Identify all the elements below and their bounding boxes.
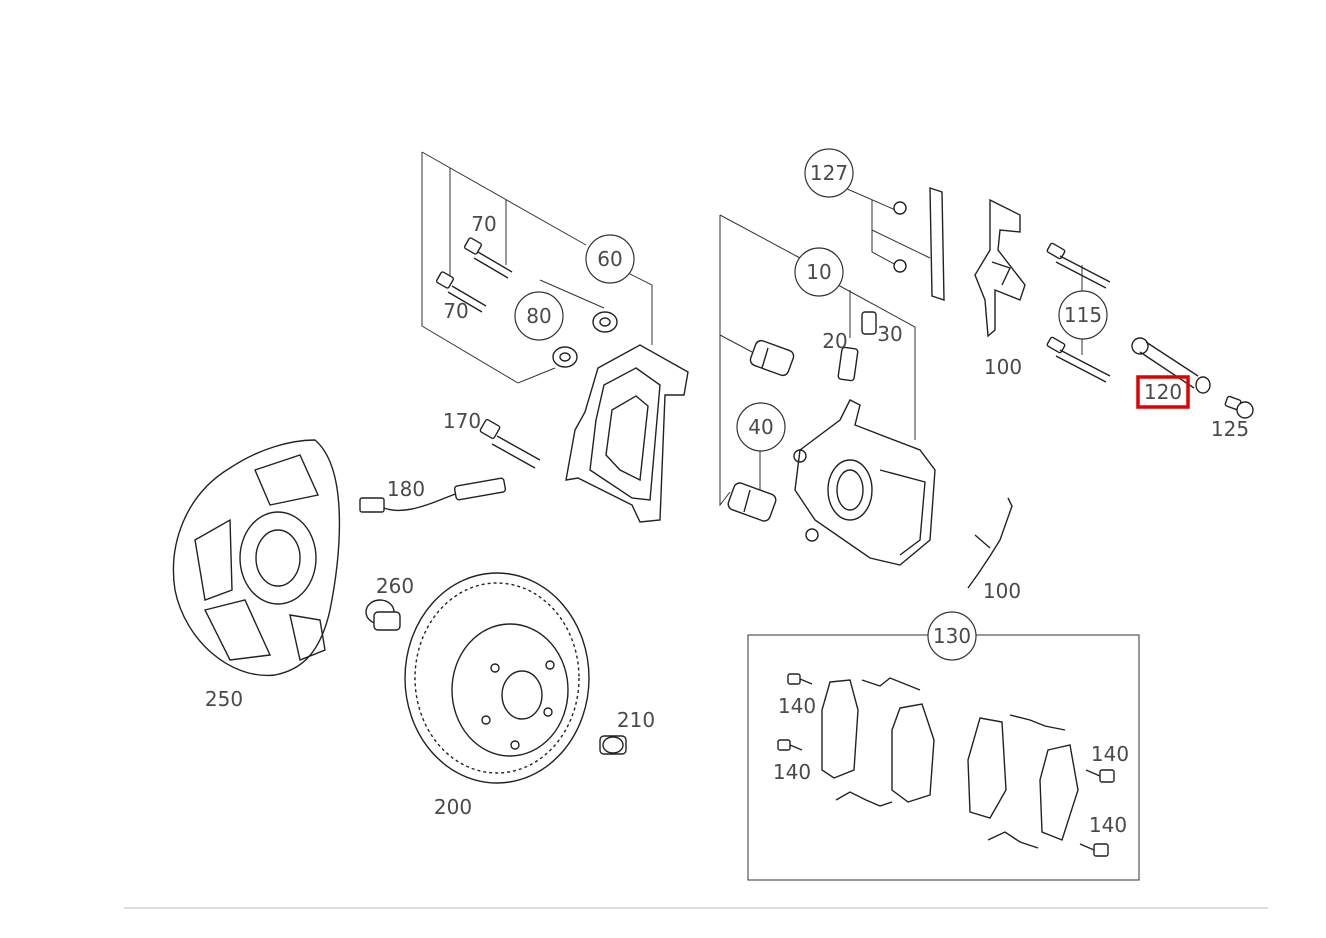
callout-130[interactable]: 130 [933, 624, 971, 648]
brake-pad-set-130 [821, 677, 1079, 849]
guide-bolt-120 [1131, 337, 1211, 394]
bleeder-20-30 [837, 311, 877, 382]
callout-127[interactable]: 127 [810, 161, 848, 185]
bolt-140-d [1079, 843, 1109, 857]
callout-60[interactable]: 60 [597, 247, 622, 271]
callout-100-upper[interactable]: 100 [984, 355, 1022, 379]
nut-80-upper [592, 311, 618, 333]
bolt-210 [599, 735, 627, 755]
callout-40[interactable]: 40 [748, 415, 773, 439]
callout-10[interactable]: 10 [806, 260, 831, 284]
parts-art [172, 187, 1254, 857]
leader-lines [124, 151, 1268, 909]
guide-pin-115-upper [1046, 242, 1111, 289]
callout-210[interactable]: 210 [617, 708, 655, 732]
guide-pin-115-lower [1046, 336, 1111, 383]
bolt-70-lower [435, 271, 487, 313]
callout-250[interactable]: 250 [205, 687, 243, 711]
caliper-housing-10 [793, 399, 936, 566]
callout-120[interactable]: 120 [1144, 380, 1182, 404]
bolt-260 [365, 599, 401, 631]
callout-bubbles [514, 148, 1108, 661]
callout-100-lower[interactable]: 100 [983, 579, 1021, 603]
bolt-125 [1224, 395, 1254, 419]
spring-clip-100-lower [967, 497, 1013, 589]
splash-shield-250 [172, 439, 341, 677]
callout-70-lower[interactable]: 70 [443, 299, 468, 323]
bolt-170 [479, 418, 541, 469]
callout-140-b[interactable]: 140 [773, 760, 811, 784]
callout-180[interactable]: 180 [387, 477, 425, 501]
clip-127 [893, 187, 945, 301]
callout-170[interactable]: 170 [443, 409, 481, 433]
callout-20[interactable]: 20 [822, 329, 847, 353]
bolt-70-upper [463, 237, 513, 279]
spring-clip-100-upper [974, 198, 1026, 338]
callout-70-upper[interactable]: 70 [471, 212, 496, 236]
brake-disc-200 [404, 572, 590, 784]
callout-140-a[interactable]: 140 [778, 694, 816, 718]
callout-30[interactable]: 30 [877, 322, 902, 346]
callout-260[interactable]: 260 [376, 574, 414, 598]
bolt-140-b [777, 739, 803, 751]
guide-bushing-40-lower [727, 482, 777, 522]
caliper-bracket-60 [565, 344, 689, 523]
guide-bushing-40-upper [749, 339, 795, 377]
nut-80-lower [552, 346, 578, 368]
wear-sensor-180 [359, 477, 507, 513]
callout-115[interactable]: 115 [1064, 303, 1102, 327]
callout-140-c[interactable]: 140 [1091, 742, 1129, 766]
callout-80[interactable]: 80 [526, 304, 551, 328]
callout-125[interactable]: 125 [1211, 417, 1249, 441]
callout-140-d[interactable]: 140 [1089, 813, 1127, 837]
bolt-140-c [1085, 769, 1115, 783]
bolt-140-a [787, 673, 813, 685]
highlight-box-120 [1136, 375, 1190, 409]
callout-200[interactable]: 200 [434, 795, 472, 819]
callout-labels: 127 10 60 80 70 70 20 30 40 115 100 120 … [205, 161, 1249, 837]
